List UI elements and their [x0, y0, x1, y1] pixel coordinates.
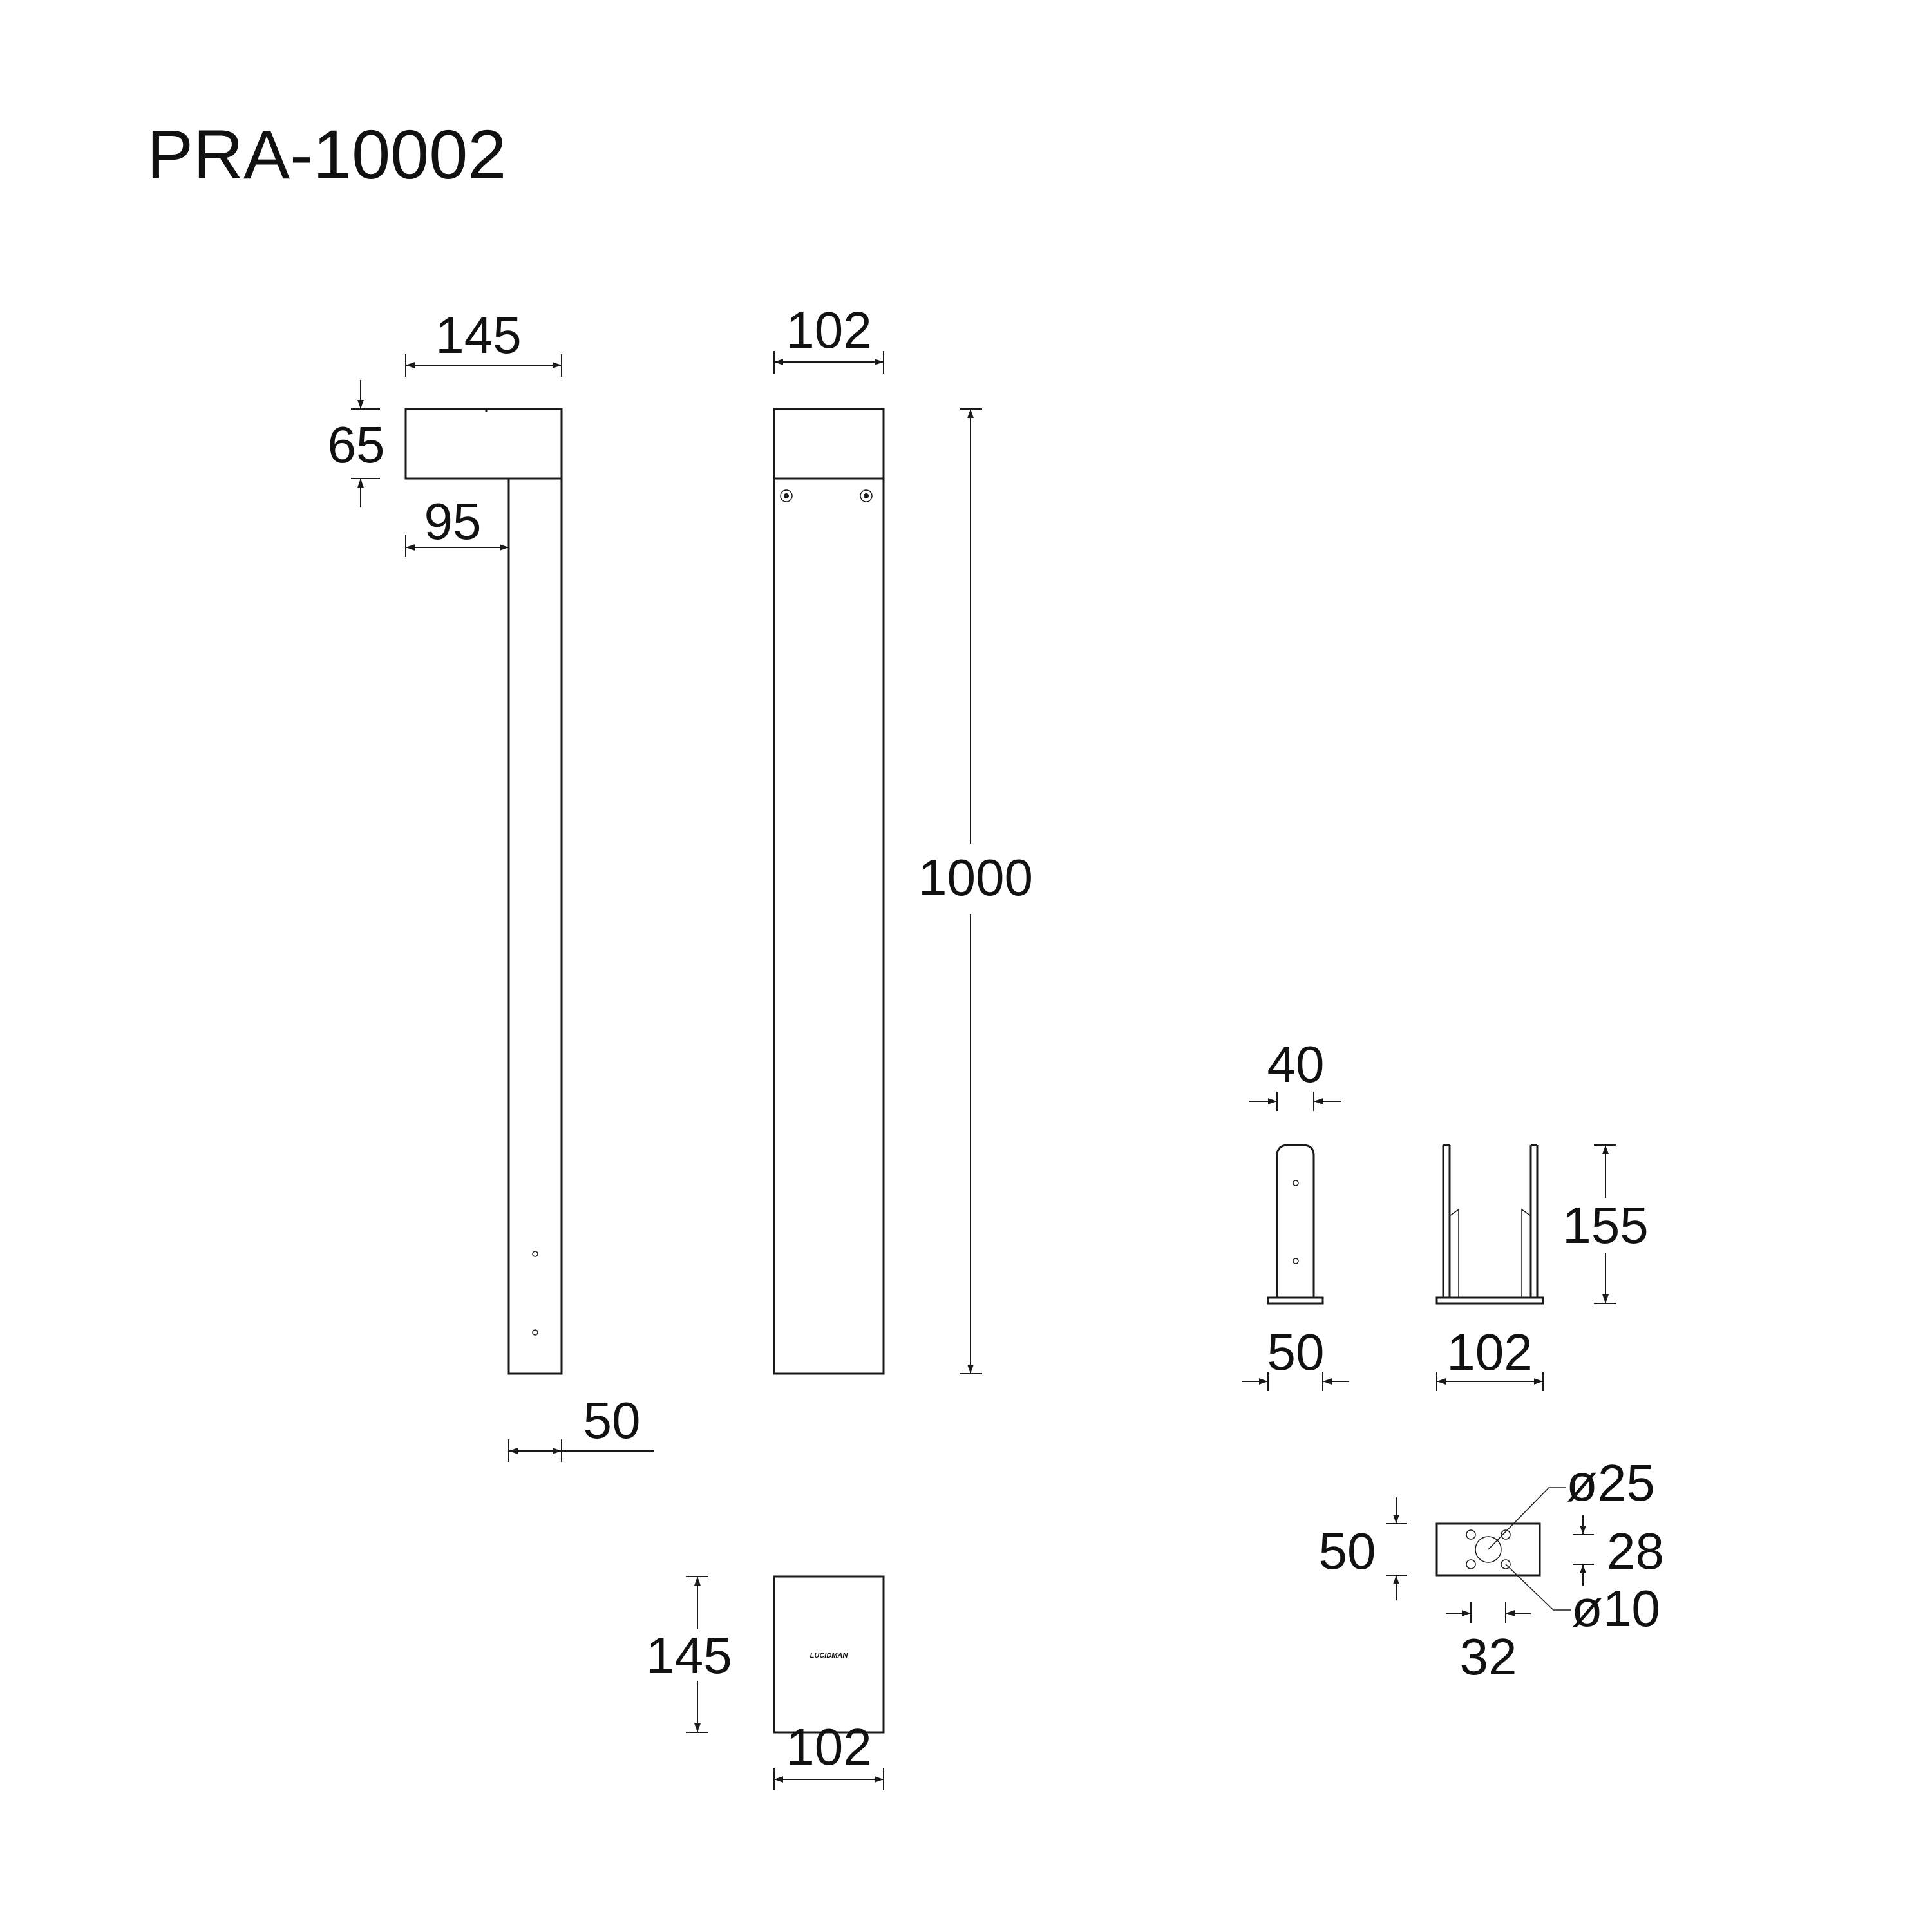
hole-icon [1466, 1530, 1476, 1540]
leader-line [1505, 1564, 1571, 1611]
screw-icon [860, 489, 873, 502]
dim-plate-depth: 50 [1319, 1522, 1376, 1580]
pole-front [773, 408, 885, 1375]
dim-head-height: 65 [328, 416, 385, 473]
dim-total-height: 1000 [918, 849, 1033, 906]
base-plate-view: 50 ø25 28 ø10 32 [1319, 1454, 1664, 1685]
screw-icon [784, 493, 789, 498]
dim-bracket-base-width: 102 [1446, 1323, 1532, 1381]
bracket-gusset-left [1449, 1208, 1459, 1298]
drawing-title: PRA-10002 [147, 115, 506, 193]
dim-arm-length: 95 [424, 493, 482, 550]
dim-top-width: 102 [786, 1718, 871, 1776]
hole-icon [532, 1329, 538, 1336]
hole-icon [1466, 1559, 1476, 1569]
hole-icon [1501, 1530, 1511, 1540]
side-view: 145 65 95 50 [328, 307, 654, 1462]
base-plate-outline [1435, 1522, 1541, 1577]
dim-bracket-top-width: 40 [1267, 1036, 1325, 1093]
center-hole [1475, 1536, 1502, 1563]
top-outline [773, 1575, 885, 1734]
screw-icon [780, 489, 793, 502]
dim-pole-width: 50 [583, 1392, 641, 1449]
dim-front-width: 102 [786, 301, 871, 359]
dim-head-width: 145 [435, 307, 521, 364]
front-view: 102 1000 [773, 301, 1033, 1375]
dim-small-hole: ø10 [1571, 1580, 1660, 1637]
leader-line [1488, 1487, 1566, 1550]
dim-center-hole: ø25 [1566, 1454, 1655, 1511]
bracket-front-base [1435, 1296, 1544, 1305]
hole-icon [532, 1251, 538, 1257]
bracket-front-view: 155 102 [1435, 1144, 1649, 1391]
screw-icon [864, 493, 869, 498]
brand-logo: LUCIDMAN [810, 1652, 849, 1660]
bracket-side-base [1267, 1296, 1324, 1305]
bracket-side-view: 40 50 [1242, 1036, 1349, 1391]
dim-hole-spacing-x: 32 [1460, 1628, 1517, 1685]
dim-bracket-base-width: 50 [1267, 1323, 1325, 1381]
top-view: LUCIDMAN 145 102 [646, 1575, 885, 1790]
dim-top-depth: 145 [646, 1627, 732, 1684]
bracket-gusset-right [1521, 1208, 1531, 1298]
hole-icon [1293, 1180, 1299, 1186]
bracket-side-plate [1276, 1144, 1315, 1298]
luminaire-head [404, 408, 563, 480]
dim-bracket-height: 155 [1562, 1197, 1648, 1254]
dim-hole-spacing-y: 28 [1607, 1522, 1664, 1580]
hole-icon [1501, 1559, 1511, 1569]
pole-side [507, 478, 563, 1375]
hole-icon [1293, 1258, 1299, 1264]
